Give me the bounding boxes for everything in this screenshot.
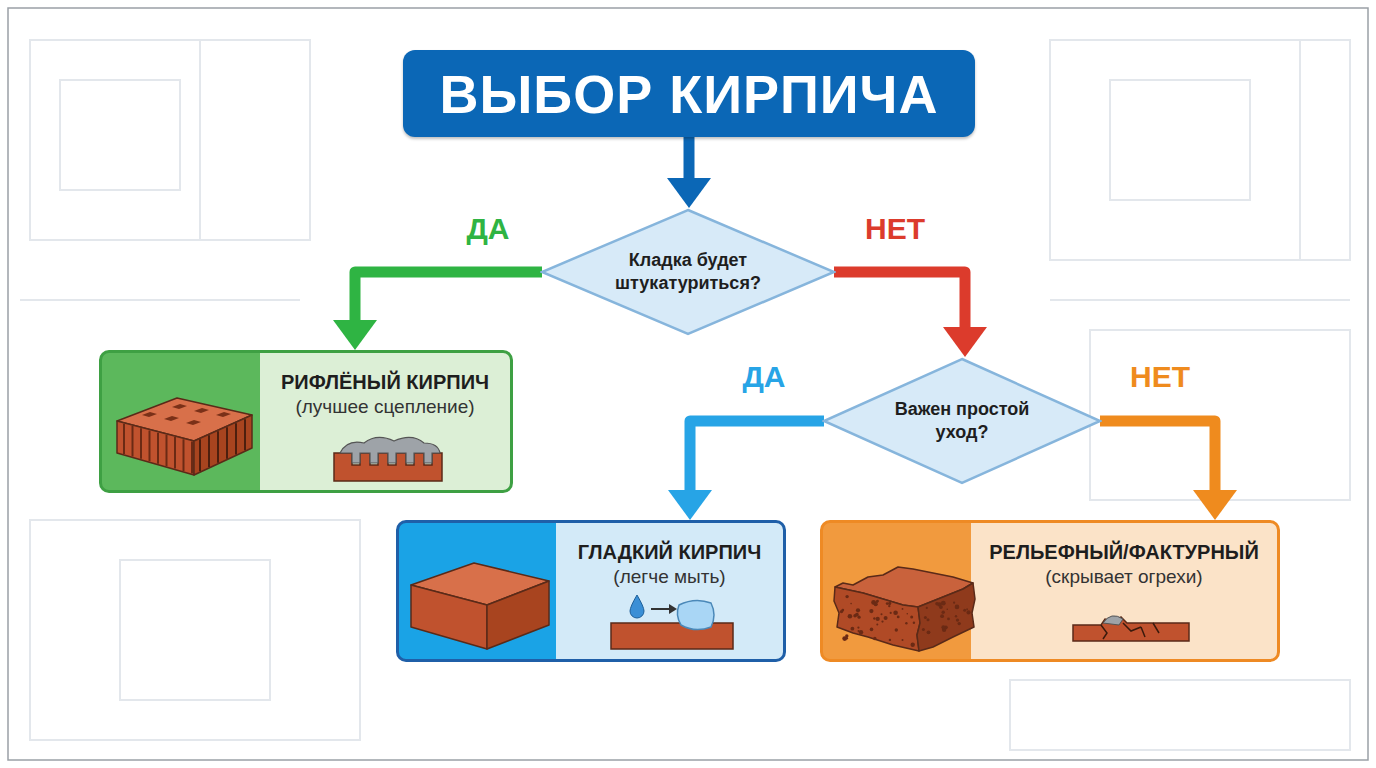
result-heading: ГЛАДКИЙ КИРПИЧ [562,539,777,565]
flow-arrow [834,272,987,357]
arrow-line [1100,421,1215,492]
result-heading: РИФЛЁНЫЙ КИРПИЧ [266,369,504,395]
result-box: РЕЛЬЕФНЫЙ/ФАКТУРНЫЙ(скрывает огрехи) [820,520,1280,662]
flow-arrow [668,421,824,520]
flow-arrow [1100,421,1237,520]
outer-frame [8,8,1368,760]
branch-label: НЕТ [1126,360,1194,393]
arrow-head [333,320,377,350]
result-box: ГЛАДКИЙ КИРПИЧ(легче мыть) [396,520,786,662]
diamond-shape [542,210,834,334]
flow-arrow [667,137,711,208]
result-heading: РЕЛЬЕФНЫЙ/ФАКТУРНЫЙ [977,539,1271,565]
arrow-line [690,421,824,492]
diamond-outline [822,357,1102,485]
arrow-head [943,327,987,357]
diamond-shape [824,359,1100,483]
result-note: (скрывает огрехи) [977,565,1271,590]
result-note: (лучшее сцепление) [266,395,504,420]
arrow-line [834,272,965,329]
result-note: (легче мыть) [562,565,777,590]
arrow-line [355,272,542,322]
blueprint-lines [20,40,1350,750]
decision-text: Кладка будет штукатуриться? [598,249,778,296]
decision-diamond: Важен простой уход? [822,357,1102,485]
box-text-group: РЕЛЬЕФНЫЙ/ФАКТУРНЫЙ(скрывает огрехи) [977,539,1271,590]
result-box: РИФЛЁНЫЙ КИРПИЧ(лучшее сцепление) [99,350,513,493]
arrow-line [684,137,695,180]
branch-label: НЕТ [861,212,929,245]
title-box: ВЫБОР КИРПИЧА [403,50,975,137]
flow-arrow [333,272,542,350]
diamond-outline [540,208,836,336]
decision-diamond: Кладка будет штукатуриться? [540,208,836,336]
box-text-group: ГЛАДКИЙ КИРПИЧ(легче мыть) [562,539,777,590]
decision-text: Важен простой уход? [887,398,1037,445]
branch-label: ДА [462,212,513,245]
arrow-head [668,490,712,520]
box-text-group: РИФЛЁНЫЙ КИРПИЧ(лучшее сцепление) [266,369,504,420]
arrow-head [667,178,711,208]
arrow-head [1193,490,1237,520]
branch-label: ДА [738,360,789,393]
title-text: ВЫБОР КИРПИЧА [439,63,938,125]
